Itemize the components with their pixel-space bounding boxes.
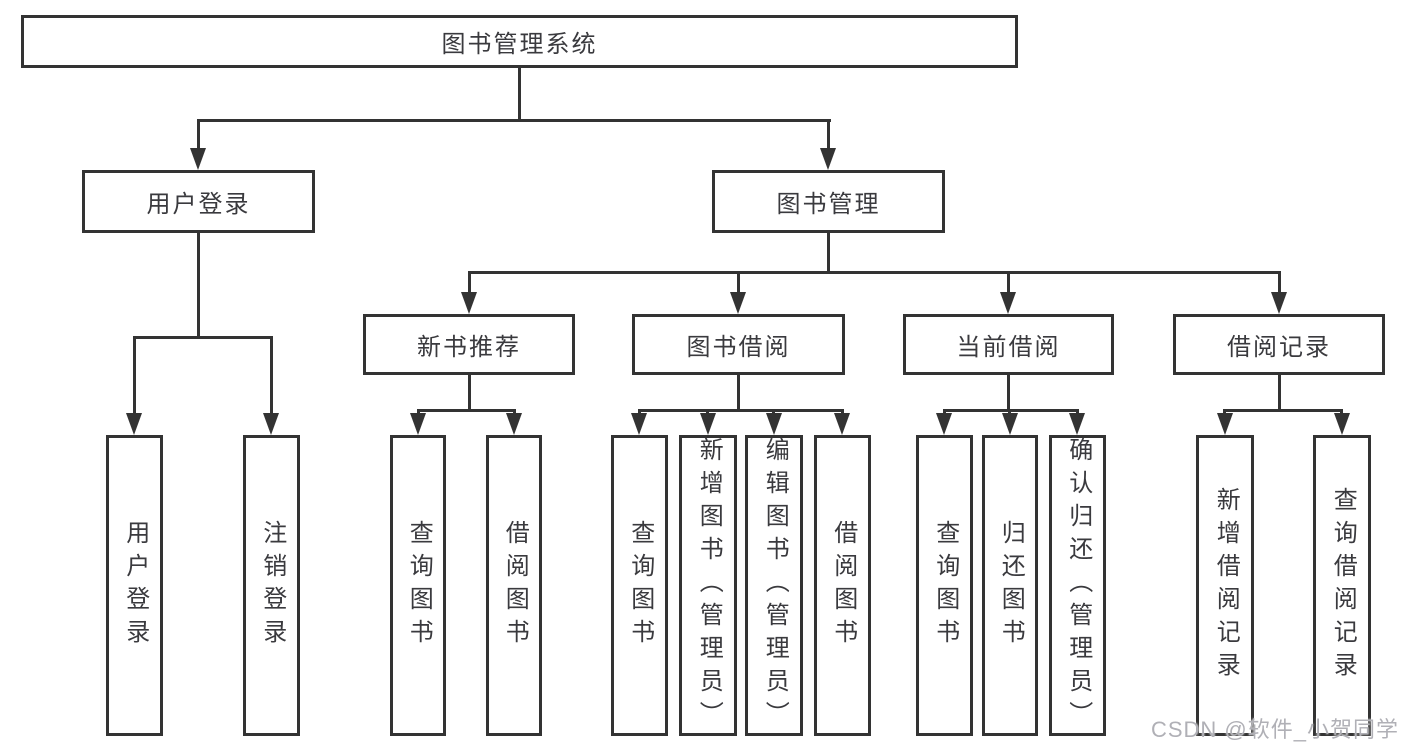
watermark: CSDN @软件_小贺同学: [1150, 717, 1399, 742]
leaf-query-books-recommend: 查询图书: [390, 435, 446, 736]
connector-line: [513, 409, 516, 416]
leaf-label: 确认归还（管理员）: [1064, 437, 1092, 734]
arrowhead-down-icon: [631, 413, 647, 435]
arrowhead-down-icon: [1271, 292, 1287, 314]
leaf-label: 查询图书: [626, 519, 654, 652]
leaf-label: 借阅图书: [829, 519, 857, 652]
leaf-query-borrow-record: 查询借阅记录: [1313, 435, 1371, 736]
arrowhead-down-icon: [1000, 292, 1016, 314]
arrowhead-down-icon: [1002, 413, 1018, 435]
leaf-add-book-admin: 新增图书（管理员）: [679, 435, 737, 736]
arrowhead-down-icon: [1334, 413, 1350, 435]
leaf-logout: 注销登录: [243, 435, 300, 736]
node-label: 用户登录: [146, 191, 251, 218]
node-label: 新书推荐: [417, 334, 521, 361]
leaf-label: 新增借阅记录: [1212, 486, 1240, 685]
arrowhead-down-icon: [766, 413, 782, 435]
leaf-label: 编辑图书（管理员）: [761, 437, 789, 734]
arrowhead-down-icon: [126, 413, 142, 435]
leaf-query-books-current: 查询图书: [916, 435, 973, 736]
connector-line: [1340, 409, 1343, 416]
node-current-borrowing: 当前借阅: [903, 314, 1114, 375]
connector-line: [1278, 375, 1281, 411]
connector-line: [197, 119, 831, 122]
connector-line: [1223, 409, 1342, 412]
leaf-confirm-return-admin: 确认归还（管理员）: [1049, 435, 1106, 736]
arrowhead-down-icon: [506, 413, 522, 435]
connector-line: [133, 336, 136, 415]
arrowhead-down-icon: [263, 413, 279, 435]
arrowhead-down-icon: [700, 413, 716, 435]
leaf-label: 归还图书: [997, 519, 1025, 652]
connector-line: [1076, 409, 1079, 416]
leaf-query-books-borrowing: 查询图书: [611, 435, 668, 736]
arrowhead-down-icon: [1217, 413, 1233, 435]
connector-line: [1223, 409, 1226, 416]
node-label: 图书管理: [776, 191, 881, 218]
leaf-label: 用户登录: [121, 519, 149, 652]
connector-line: [270, 336, 273, 415]
connector-line: [518, 67, 521, 121]
connector-line: [417, 409, 420, 416]
leaf-edit-book-admin: 编辑图书（管理员）: [745, 435, 803, 736]
arrowhead-down-icon: [1069, 413, 1085, 435]
leaf-label: 查询借阅记录: [1329, 486, 1357, 685]
node-label: 图书借阅: [686, 334, 791, 361]
connector-line: [737, 271, 740, 295]
node-borrowing-records: 借阅记录: [1173, 314, 1385, 375]
connector-line: [468, 271, 471, 295]
leaf-add-borrow-record: 新增借阅记录: [1196, 435, 1254, 736]
node-book-management: 图书管理: [712, 170, 945, 233]
connector-line: [638, 409, 641, 416]
leaf-user-login: 用户登录: [106, 435, 163, 736]
connector-line: [943, 409, 946, 416]
connector-line: [638, 409, 843, 412]
node-label: 当前借阅: [956, 334, 1061, 361]
connector-line: [1008, 409, 1011, 416]
leaf-label: 新增图书（管理员）: [695, 437, 723, 734]
node-label: 借阅记录: [1227, 334, 1331, 361]
connector-line: [1007, 375, 1010, 411]
leaf-label: 注销登录: [258, 519, 286, 652]
arrowhead-down-icon: [936, 413, 952, 435]
node-user-login: 用户登录: [82, 170, 315, 233]
connector-line: [827, 119, 830, 151]
node-new-book-recommendation: 新书推荐: [363, 314, 575, 375]
connector-line: [737, 375, 740, 411]
connector-line: [197, 119, 200, 151]
connector-line: [772, 409, 775, 416]
connector-line: [417, 409, 516, 412]
node-book-management-system: 图书管理系统: [21, 15, 1018, 68]
connector-line: [827, 233, 830, 273]
arrowhead-down-icon: [834, 413, 850, 435]
arrowhead-down-icon: [820, 148, 836, 170]
arrowhead-down-icon: [190, 148, 206, 170]
leaf-label: 借阅图书: [501, 519, 529, 652]
leaf-label: 查询图书: [931, 519, 959, 652]
arrowhead-down-icon: [410, 413, 426, 435]
leaf-return-books: 归还图书: [982, 435, 1038, 736]
connector-line: [197, 233, 200, 338]
connector-line: [133, 336, 273, 339]
arrowhead-down-icon: [730, 292, 746, 314]
leaf-borrow-books: 借阅图书: [814, 435, 871, 736]
leaf-borrow-books-recommend: 借阅图书: [486, 435, 542, 736]
connector-line: [1007, 271, 1010, 295]
leaf-label: 查询图书: [405, 519, 433, 652]
node-label: 图书管理系统: [441, 31, 598, 58]
connector-line: [841, 409, 844, 416]
arrowhead-down-icon: [461, 292, 477, 314]
connector-line: [468, 271, 1281, 274]
node-book-borrowing: 图书借阅: [632, 314, 845, 375]
connector-line: [1278, 271, 1281, 295]
connector-line: [468, 375, 471, 411]
connector-line: [706, 409, 709, 416]
